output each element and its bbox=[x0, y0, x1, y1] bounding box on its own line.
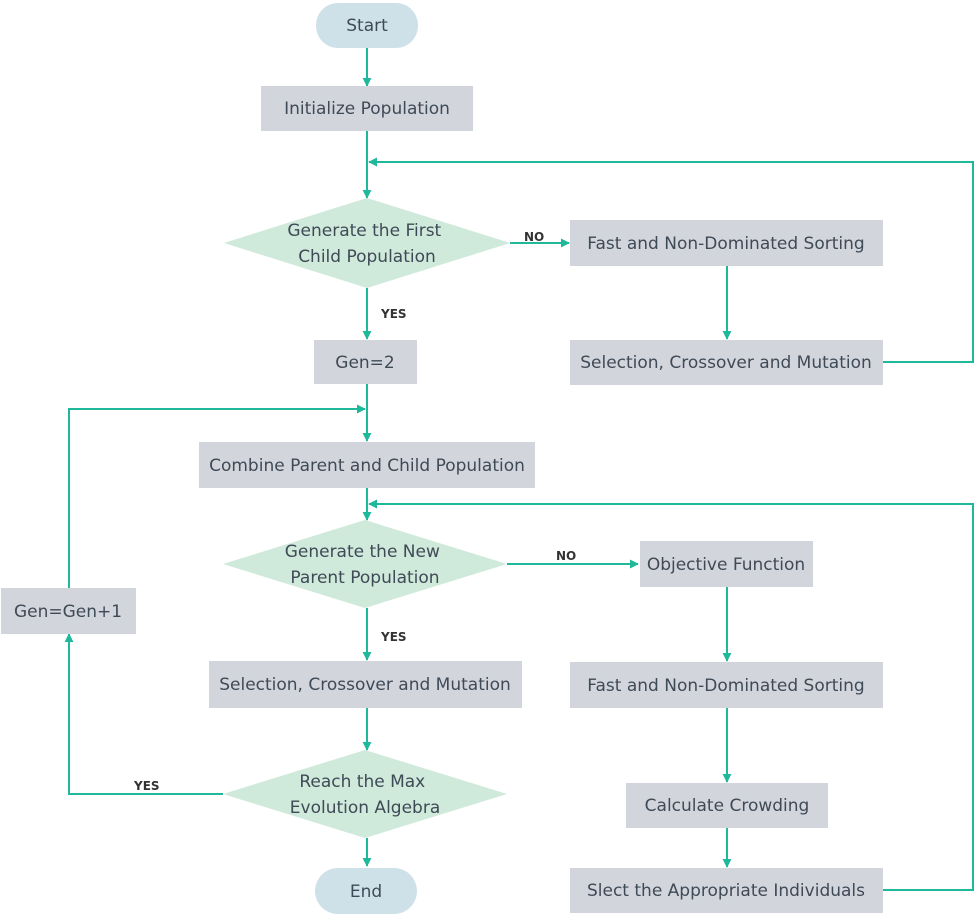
start-shape bbox=[316, 3, 418, 48]
end-label: End bbox=[350, 882, 382, 902]
gen2-label: Gen=2 bbox=[335, 353, 394, 373]
sel2-node: Selection, Crossover and Mutation bbox=[209, 661, 522, 708]
fast1-label: Fast and Non-Dominated Sorting bbox=[587, 234, 864, 254]
fast1-shape bbox=[570, 220, 883, 266]
slect-label: Slect the Appropriate Individuals bbox=[587, 881, 865, 901]
slect-node: Slect the Appropriate Individuals bbox=[570, 868, 883, 913]
objective-shape bbox=[640, 541, 813, 587]
start-node: Start bbox=[316, 3, 418, 48]
edge-sel1-loop-back bbox=[368, 157, 974, 363]
fast1-node: Fast and Non-Dominated Sorting bbox=[570, 220, 883, 266]
edge-slect-loop-back bbox=[368, 499, 974, 891]
dec2-node: Generate the New Parent Population bbox=[223, 520, 507, 608]
fast2-node: Fast and Non-Dominated Sorting bbox=[570, 662, 883, 708]
genplus-node: Gen=Gen+1 bbox=[1, 588, 136, 634]
dec1-label: Generate the First Child Population bbox=[287, 221, 446, 267]
dec3-node: Reach the Max Evolution Algebra bbox=[223, 750, 507, 838]
edge-label-yes-1: YES bbox=[380, 307, 407, 321]
edge-dec3-to-genplus bbox=[64, 633, 223, 795]
genplus-shape bbox=[1, 588, 136, 634]
crowding-shape bbox=[626, 783, 828, 828]
nodes: Start Initialize Population Generate the… bbox=[1, 3, 883, 914]
crowding-node: Calculate Crowding bbox=[626, 783, 828, 828]
end-node: End bbox=[315, 868, 417, 914]
objective-node: Objective Function bbox=[640, 541, 813, 587]
objective-label: Objective Function bbox=[647, 555, 805, 575]
sel2-label: Selection, Crossover and Mutation bbox=[219, 675, 511, 695]
sel1-shape bbox=[570, 340, 883, 385]
dec1-shape bbox=[224, 198, 510, 288]
slect-shape bbox=[570, 868, 883, 913]
edge-label-no-1: NO bbox=[524, 230, 544, 244]
combine-node: Combine Parent and Child Population bbox=[199, 442, 535, 488]
sel1-label: Selection, Crossover and Mutation bbox=[580, 353, 872, 373]
init-node: Initialize Population bbox=[261, 86, 473, 131]
start-label: Start bbox=[346, 16, 388, 36]
combine-label: Combine Parent and Child Population bbox=[209, 456, 525, 476]
edge-label-no-2: NO bbox=[556, 549, 576, 563]
genplus-label: Gen=Gen+1 bbox=[14, 602, 122, 622]
init-shape bbox=[261, 86, 473, 131]
edge-label-yes-2: YES bbox=[380, 630, 407, 644]
fast2-label: Fast and Non-Dominated Sorting bbox=[587, 676, 864, 696]
dec3-shape bbox=[223, 750, 507, 838]
sel1-node: Selection, Crossover and Mutation bbox=[570, 340, 883, 385]
edge-labels: NO YES NO YES YES bbox=[133, 230, 576, 793]
sel2-shape bbox=[209, 661, 522, 708]
gen2-shape bbox=[314, 340, 417, 384]
dec3-label: Reach the Max Evolution Algebra bbox=[290, 772, 440, 818]
edges bbox=[64, 48, 974, 891]
edge-label-yes-3: YES bbox=[133, 779, 160, 793]
gen2-node: Gen=2 bbox=[314, 340, 417, 384]
dec1-node: Generate the First Child Population bbox=[224, 198, 510, 288]
init-label: Initialize Population bbox=[284, 99, 450, 119]
end-shape bbox=[315, 868, 417, 914]
combine-shape bbox=[199, 442, 535, 488]
dec2-label: Generate the New Parent Population bbox=[285, 542, 446, 588]
crowding-label: Calculate Crowding bbox=[645, 796, 810, 816]
dec2-shape bbox=[223, 520, 507, 608]
fast2-shape bbox=[570, 662, 883, 708]
edge-genplus-loop-back bbox=[68, 404, 366, 588]
